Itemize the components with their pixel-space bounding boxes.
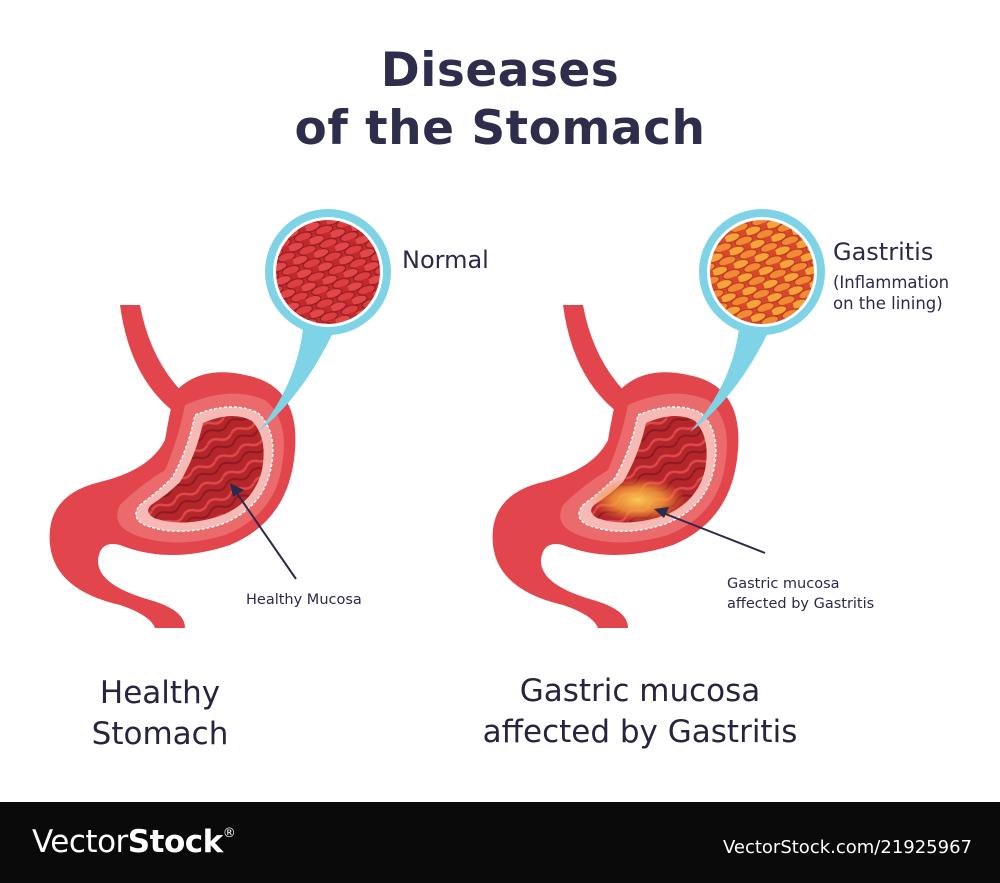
magnifier-gastritis	[699, 209, 825, 335]
label-normal: Normal	[402, 246, 489, 274]
brand-prefix: Vector	[32, 824, 128, 860]
brand-logo[interactable]: VectorStock®	[32, 824, 236, 860]
gastric-mucosa-line-1: Gastric mucosa	[727, 576, 840, 592]
magnifier-tail	[690, 318, 773, 432]
caption-gastritis-line-1: Gastric mucosa	[519, 673, 761, 709]
caption-healthy-stomach: Healthy Stomach	[70, 673, 250, 755]
caption-healthy-line-1: Healthy	[99, 675, 221, 711]
pointer-healthy-mucosa	[230, 483, 297, 580]
brand-bold: Stock	[127, 824, 223, 860]
page-title: Diseases of the Stomach	[0, 42, 1000, 158]
label-gastritis-description: (Inflammation on the lining)	[833, 272, 949, 314]
title-line-2: of the Stomach	[294, 101, 706, 156]
pointer-gastric-mucosa	[654, 507, 766, 554]
registered-mark: ®	[222, 826, 236, 841]
title-line-1: Diseases	[380, 43, 620, 98]
gastritis-desc-line-1: (Inflammation	[833, 273, 950, 292]
magnifier-normal	[265, 209, 391, 335]
gastritis-stomach	[491, 304, 740, 629]
gastritis-desc-line-2: on the lining)	[833, 294, 943, 313]
magnifier-tail	[258, 318, 338, 432]
caption-gastritis: Gastric mucosa affected by Gastritis	[440, 671, 840, 753]
label-healthy-mucosa: Healthy Mucosa	[246, 592, 362, 608]
caption-healthy-line-2: Stomach	[91, 716, 229, 752]
label-gastritis: Gastritis	[833, 238, 934, 266]
label-gastric-mucosa: Gastric mucosa affected by Gastritis	[727, 574, 874, 614]
stomach-illustration	[48, 209, 825, 629]
gastric-mucosa-line-2: affected by Gastritis	[727, 596, 875, 612]
caption-gastritis-line-2: affected by Gastritis	[482, 714, 798, 750]
healthy-stomach	[48, 304, 297, 629]
image-id: VectorStock.com/21925967	[722, 837, 972, 858]
footer-bar: VectorStock® VectorStock.com/21925967	[0, 802, 1000, 883]
